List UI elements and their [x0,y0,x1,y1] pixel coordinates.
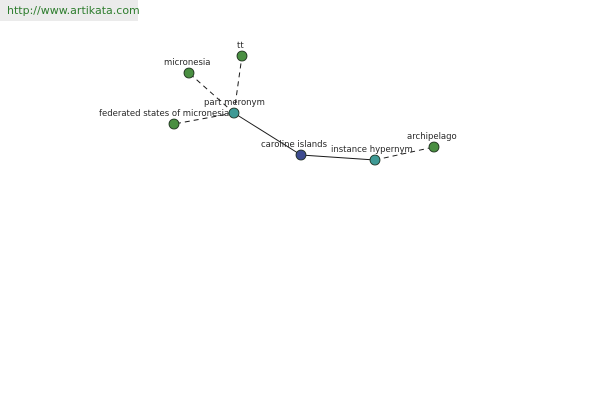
node-micronesia[interactable] [183,67,195,79]
graph-edges [173,55,435,161]
label-micronesia[interactable]: micronesia [164,58,210,68]
label-archipelago[interactable]: archipelago [407,132,457,142]
label-tt[interactable]: tt [237,41,244,51]
node-part-meronym[interactable] [228,107,240,119]
edge-part-meronym-to-tt [233,55,243,114]
edge-part-meronym-to-micronesia [188,72,235,114]
label-instance-hypernym[interactable]: instance hypernym [331,145,413,155]
node-caroline-islands[interactable] [295,149,307,161]
site-url[interactable]: http://www.artikata.com [0,0,140,21]
graph-nodes [168,50,440,166]
edge-part-meronym-to-federated-states-of-micronesia [173,112,235,125]
label-federated-states-of-micronesia[interactable]: federated states of micronesia [99,109,229,119]
node-federated-states-of-micronesia[interactable] [168,118,180,130]
graph-labels: caroline islands part meronym instance hyp… [99,41,457,155]
label-caroline-islands[interactable]: caroline islands [261,140,328,150]
label-part-meronym[interactable]: part meronym [204,98,265,108]
node-instance-hypernym[interactable] [369,154,381,166]
edge-instance-hypernym-to-archipelago [374,146,435,161]
edge-caroline-islands-to-part-meronym [233,112,302,156]
edge-caroline-islands-to-instance-hypernym [300,154,376,161]
node-tt[interactable] [236,50,248,62]
node-archipelago[interactable] [428,141,440,153]
